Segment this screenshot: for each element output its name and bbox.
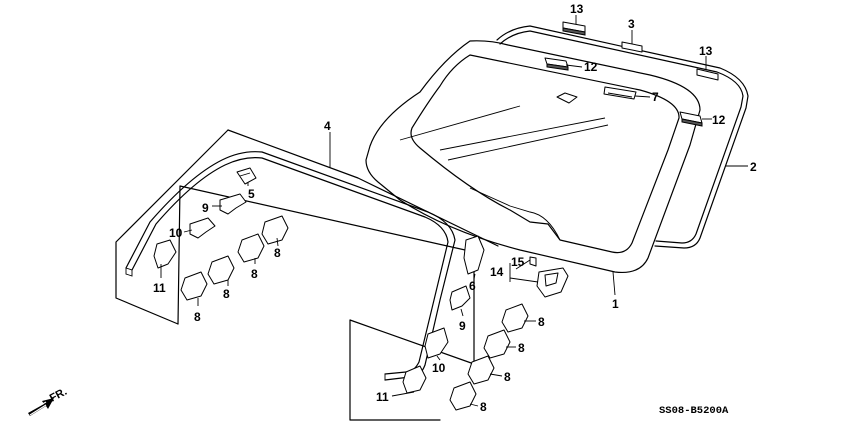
callout-8-5: 8 [538, 315, 545, 329]
clip-15 [529, 256, 537, 267]
callout-labels: 13 3 13 12 7 12 2 1 4 5 9 10 11 8 8 8 8 … [153, 2, 757, 414]
callout-8-6: 8 [518, 341, 525, 355]
pad-12-right [679, 111, 703, 127]
clip-8-5 [501, 303, 529, 333]
clip-8-1 [261, 215, 289, 245]
callout-4: 4 [324, 119, 331, 133]
direction-label: FR. [48, 386, 69, 405]
fastener-7 [603, 86, 637, 100]
front-direction-arrow-icon [28, 398, 54, 416]
callout-13-right: 13 [699, 44, 713, 58]
clip-8-2 [237, 233, 265, 263]
clip-5 [236, 167, 257, 185]
clip-11-right [402, 365, 427, 394]
callout-2: 2 [750, 160, 757, 174]
callout-8-4: 8 [194, 310, 201, 324]
clip-11-left [153, 239, 177, 269]
pad-13-left [562, 21, 586, 36]
callout-11-left: 11 [153, 281, 166, 295]
callout-9-left: 9 [202, 201, 209, 215]
clip-10-left [189, 217, 216, 239]
pad-12-left [544, 57, 569, 71]
clip-8-3 [207, 255, 235, 285]
callout-15: 15 [511, 255, 525, 269]
callout-1: 1 [612, 297, 619, 311]
clip-8-4 [180, 271, 208, 301]
clip-9-right [449, 285, 471, 311]
callout-8-3: 8 [223, 287, 230, 301]
callout-8-1: 8 [274, 246, 281, 260]
windshield-dam-rubber [496, 25, 749, 249]
spacer-14 [536, 267, 569, 298]
windshield-glass [365, 40, 701, 274]
pad-13-right [696, 68, 719, 81]
roof-molding [125, 151, 456, 381]
callout-10-left: 10 [169, 226, 183, 240]
callout-8-2: 8 [251, 267, 258, 281]
clip-8-6 [483, 329, 511, 359]
clip-6 [463, 235, 485, 275]
callout-8-8: 8 [480, 400, 487, 414]
callout-7: 7 [652, 90, 659, 104]
clip-8-7 [467, 355, 495, 385]
callout-14: 14 [490, 265, 504, 279]
callout-3: 3 [628, 17, 635, 31]
clip-10-right [424, 327, 449, 359]
callout-12-left: 12 [584, 60, 598, 74]
callout-9-right: 9 [459, 319, 466, 333]
leader-lines [160, 15, 748, 407]
callout-8-7: 8 [504, 370, 511, 384]
callout-12-right: 12 [712, 113, 726, 127]
clip-9-left [219, 193, 247, 215]
molding-frame-outline [115, 129, 499, 421]
callout-5: 5 [248, 187, 255, 201]
callout-13-top: 13 [570, 2, 584, 16]
callout-10-right: 10 [432, 361, 446, 375]
catalog-code: SS08-B5200A [659, 405, 729, 417]
callout-6: 6 [469, 279, 476, 293]
callout-11-right: 11 [376, 390, 389, 404]
clip-8-8 [449, 381, 477, 411]
pad-3 [621, 41, 643, 53]
